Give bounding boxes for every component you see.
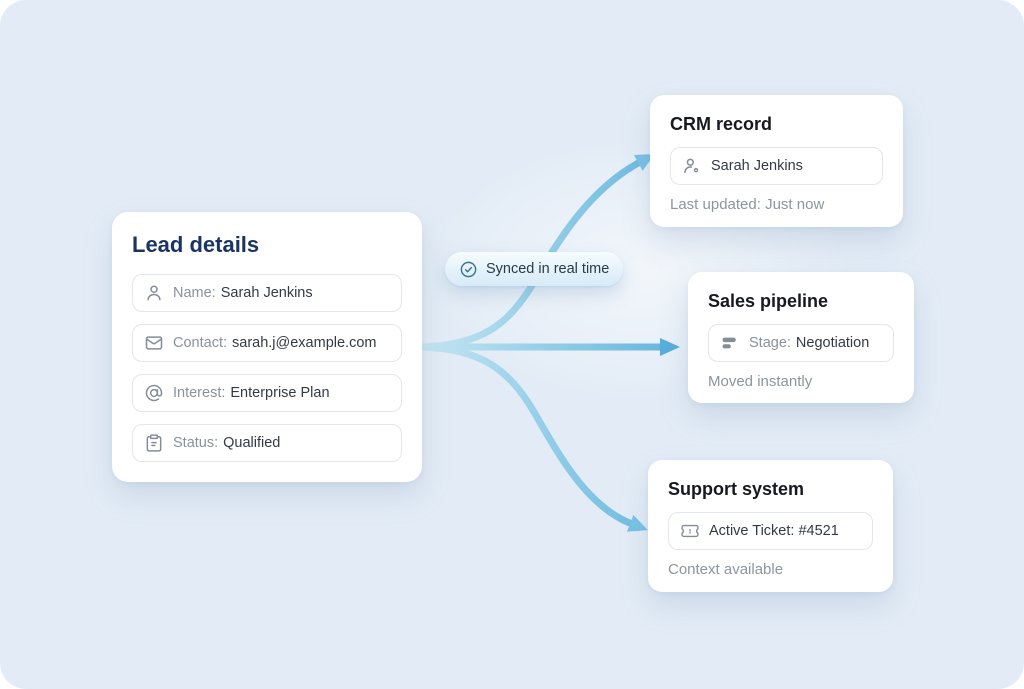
sales-pipeline-subtext: Moved instantly [708, 373, 813, 390]
field-label: Status: [173, 435, 219, 451]
lead-details-title: Lead details [132, 232, 260, 257]
crm-record-subtext: Last updated: Just now [670, 196, 825, 213]
pipeline-icon [720, 333, 740, 353]
lead-field-name: Name: Sarah Jenkins [132, 274, 402, 312]
lead-field-interest: Interest: Enterprise Plan [132, 374, 402, 412]
crm-record-card: CRM record Sarah Jenkins Last updated: J… [650, 95, 903, 227]
arrow-to-support [418, 343, 648, 532]
field-value: sarah.j@example.com [232, 335, 377, 351]
field-value: Sarah Jenkins [711, 158, 803, 174]
crm-record-field: Sarah Jenkins [670, 147, 883, 185]
clipboard-icon [144, 433, 164, 453]
sales-pipeline-field: Stage: Negotiation [708, 324, 894, 362]
support-system-subtext: Context available [668, 561, 784, 578]
support-system-card: Support system Active Ticket: #4521 Cont… [648, 460, 893, 592]
field-value: Negotiation [795, 335, 870, 351]
support-system-title: Support system [668, 479, 805, 499]
user-status-icon [682, 156, 702, 176]
sync-badge: Synced in real time [445, 252, 624, 286]
lead-field-contact: Contact: sarah.j@example.com [132, 324, 402, 362]
crm-record-title: CRM record [670, 114, 773, 134]
field-label: Name: [173, 285, 216, 301]
at-sign-icon [144, 383, 164, 403]
sales-pipeline-title: Sales pipeline [708, 291, 829, 311]
field-label: Interest: [173, 385, 226, 401]
lead-details-card: Lead details Name: Sarah Jenkins Contact… [112, 212, 422, 482]
sync-badge-label: Synced in real time [486, 261, 610, 277]
field-value: Active Ticket: #4521 [709, 523, 839, 539]
field-value: Sarah Jenkins [220, 285, 313, 301]
user-icon [144, 283, 164, 303]
mail-icon [144, 333, 164, 353]
field-value: Enterprise Plan [230, 385, 330, 401]
field-value: Qualified [223, 435, 281, 451]
support-system-field: Active Ticket: #4521 [668, 512, 873, 550]
field-label: Stage: [749, 335, 791, 351]
sales-pipeline-card: Sales pipeline Stage: Negotiation Moved … [688, 272, 914, 403]
lead-field-status: Status: Qualified [132, 424, 402, 462]
field-label: Contact: [173, 335, 227, 351]
ticket-icon [680, 521, 700, 541]
check-circle-icon [459, 260, 478, 279]
